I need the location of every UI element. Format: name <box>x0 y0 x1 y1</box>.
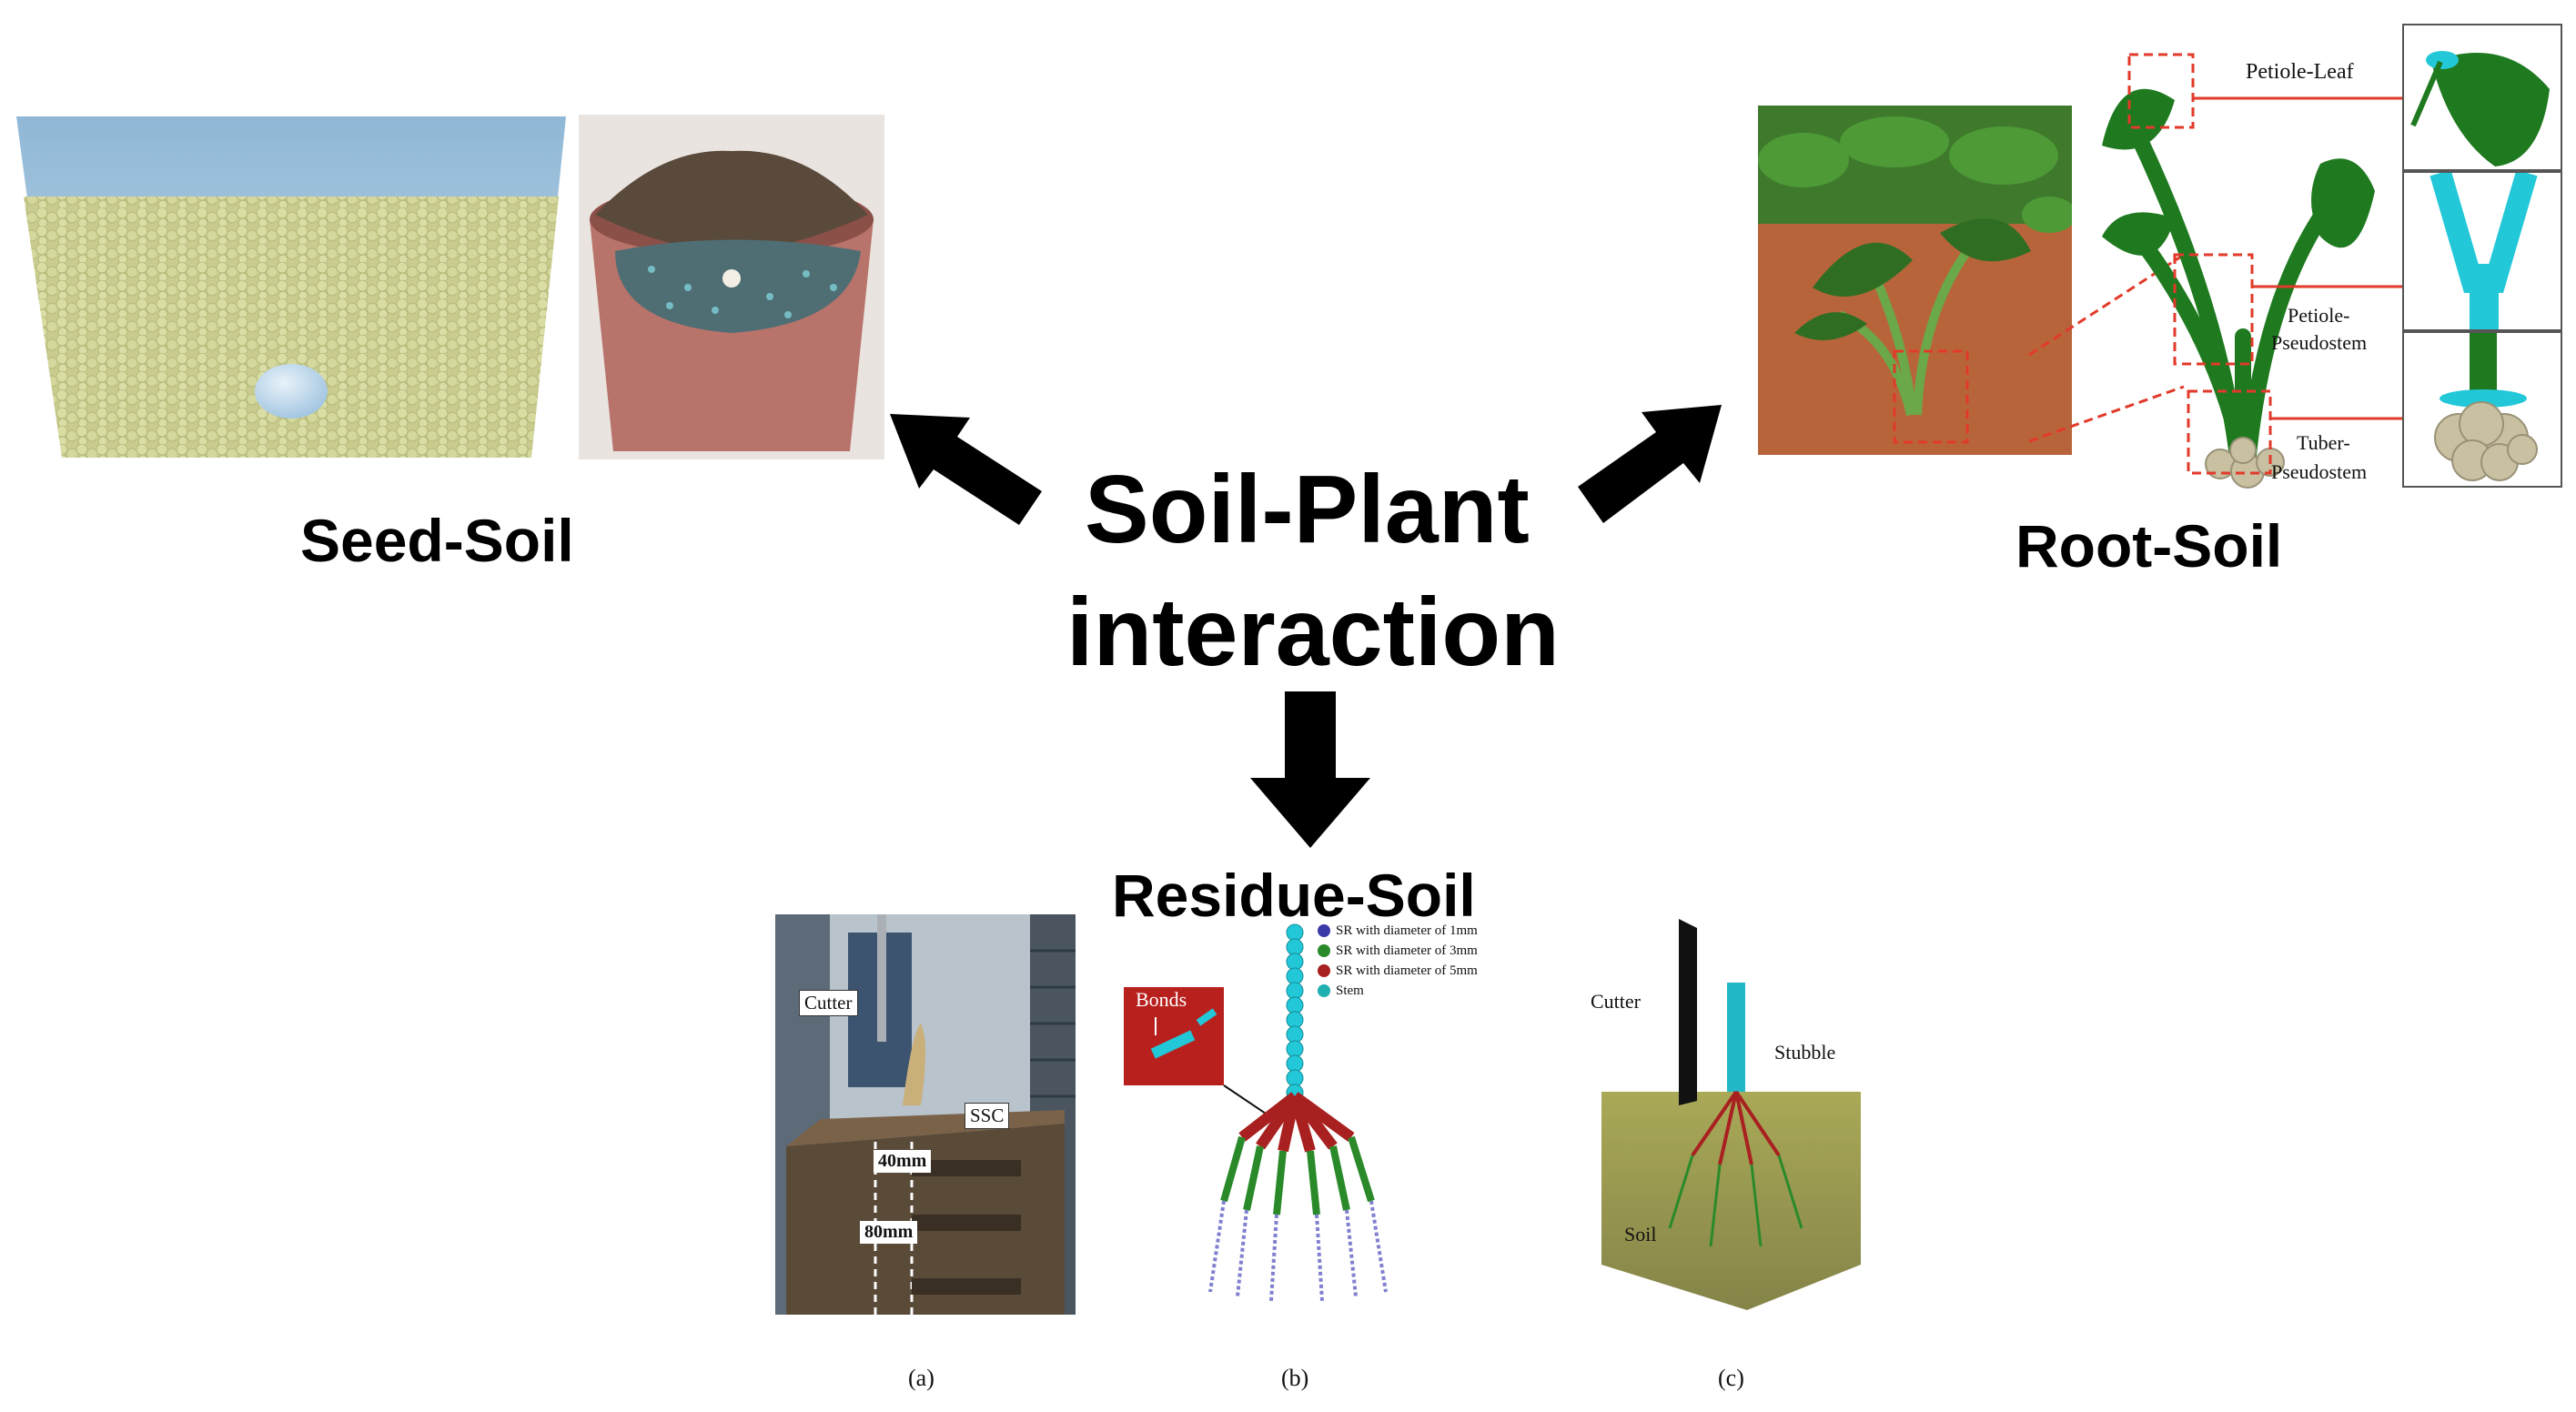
legend-dot-icon <box>1318 984 1330 997</box>
legend-item: SR with diameter of 5mm <box>1318 961 1478 981</box>
arrow-to-residue-soil-icon <box>1250 691 1370 848</box>
sim-cutter-label: Cutter <box>1591 990 1641 1013</box>
detail-petiole-leaf <box>2402 24 2562 171</box>
sim-stubble-label: Stubble <box>1774 1041 1836 1064</box>
arrow-to-root-soil-icon <box>1578 405 1722 523</box>
legend-item: SR with diameter of 1mm <box>1318 921 1478 941</box>
photo-depth1-label: 40mm <box>874 1150 932 1173</box>
legend-dot-icon <box>1318 964 1330 977</box>
caption-a: (a) <box>908 1365 934 1391</box>
residue-photo-a <box>775 914 1076 1315</box>
root-soil-label: Root-Soil <box>2015 512 2283 580</box>
taro-plant-model <box>2084 36 2430 491</box>
legend-dot-icon <box>1318 944 1330 957</box>
photo-depth2-label: 80mm <box>860 1221 918 1244</box>
residue-soil-label: Residue-Soil <box>1112 862 1476 929</box>
callout-tuber-pseudostem-1: Tuber- <box>2297 431 2350 454</box>
callout-petiole-pseudostem-1: Petiole- <box>2288 304 2350 327</box>
callout-tuber-pseudostem-2: Pseudostem <box>2271 460 2368 483</box>
detail-tuber-pseudostem <box>2402 331 2562 488</box>
seed-soil-simulation <box>16 116 566 458</box>
residue-model-b <box>1115 919 1533 1319</box>
detail-petiole-pseudostem <box>2402 171 2562 331</box>
bonds-label: Bonds <box>1136 988 1187 1011</box>
photo-ssc-label: SSC <box>965 1103 1010 1129</box>
taro-field-photo <box>1758 106 2072 455</box>
legend-item: SR with diameter of 3mm <box>1318 941 1478 961</box>
residue-simulation-c <box>1583 919 1874 1319</box>
callout-petiole-leaf: Petiole-Leaf <box>2246 60 2354 84</box>
seed-soil-label: Seed-Soil <box>300 507 574 574</box>
legend-item: Stem <box>1318 981 1478 1001</box>
caption-c: (c) <box>1718 1365 1744 1391</box>
center-title-line2: interaction <box>1066 579 1560 686</box>
center-title-line1: Soil-Plant <box>1085 456 1530 563</box>
seed-soil-photo <box>579 115 884 459</box>
model-legend: SR with diameter of 1mm SR with diameter… <box>1318 921 1478 1001</box>
callout-petiole-pseudostem-2: Pseudostem <box>2271 331 2368 354</box>
caption-b: (b) <box>1281 1365 1309 1391</box>
legend-dot-icon <box>1318 924 1330 937</box>
photo-cutter-label: Cutter <box>799 990 858 1016</box>
sim-soil-label: Soil <box>1624 1223 1657 1246</box>
arrow-to-seed-soil-icon <box>890 414 1042 525</box>
